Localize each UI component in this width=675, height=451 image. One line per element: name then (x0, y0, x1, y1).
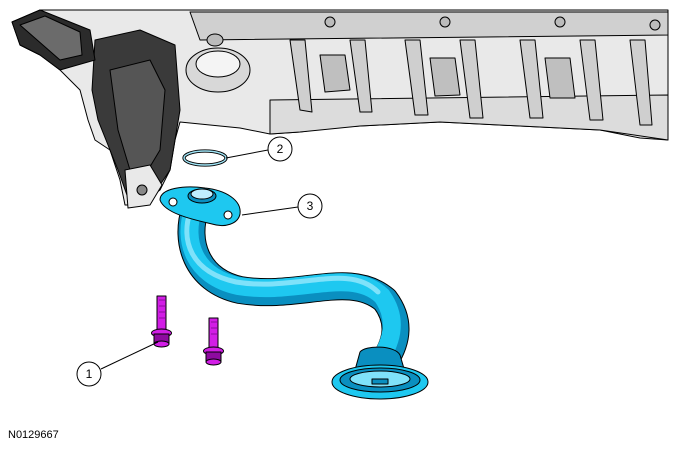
oil-pump-pickup-tube (159, 186, 429, 400)
callout-1-label: 1 (86, 367, 93, 381)
callout-2-label: 2 (277, 142, 284, 156)
engine-block (11, 9, 669, 209)
figure-id-label: N0129667 (8, 429, 59, 441)
callout-1: 1 (76, 361, 102, 387)
callout-leader-1 (100, 341, 159, 370)
callout-3-label: 3 (307, 199, 314, 213)
callout-leader-3 (241, 206, 299, 216)
callout-2: 2 (267, 136, 293, 162)
o-ring-gasket (182, 149, 228, 167)
bolt-right (203, 317, 224, 366)
callout-leaders (100, 149, 299, 370)
bolt-left (151, 295, 172, 348)
callout-3: 3 (297, 193, 323, 219)
callout-leader-2 (225, 149, 269, 159)
